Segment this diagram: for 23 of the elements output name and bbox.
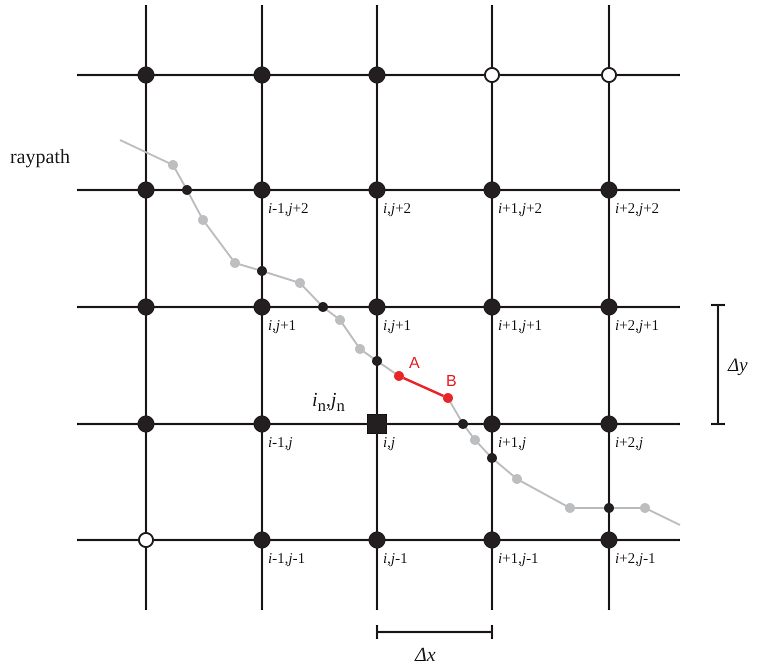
grid-point-label: i-1,j-1 (268, 552, 306, 567)
grid-point-label: i+2,j+2 (615, 202, 660, 217)
grid-point-label: i,j (383, 436, 396, 451)
node-label: i$_{n}$,j$_{n}$ (312, 390, 345, 415)
dimension-label: Δx (415, 645, 436, 665)
point-label: A (409, 356, 420, 372)
grid-point-label: i+2,j (615, 436, 644, 451)
grid-point-label: i,j+2 (383, 202, 412, 217)
grid-point-label: i+1,j (498, 436, 526, 451)
grid-point-label: i+1,j+1 (498, 319, 542, 334)
grid-point-label: i,j-1 (383, 552, 408, 567)
grid-point-label: i+1,j+2 (498, 202, 542, 217)
raypath-label: raypath (10, 147, 70, 167)
dimension-label: Δy (728, 356, 748, 375)
grid-point-label: i+2,j+1 (615, 319, 660, 334)
grid-point-label: i+2,j-1 (615, 552, 656, 567)
ray-segment (403, 376, 444, 398)
grid-point-label: i+1,j-1 (498, 552, 539, 567)
grid-point-label: i,j+1 (383, 319, 412, 334)
grid-point-label: i-1,j (268, 436, 293, 451)
grid-point-label: i-1,j+2 (268, 202, 309, 217)
point-label: B (446, 374, 457, 390)
grid-point-label: i,j+1 (268, 319, 296, 334)
